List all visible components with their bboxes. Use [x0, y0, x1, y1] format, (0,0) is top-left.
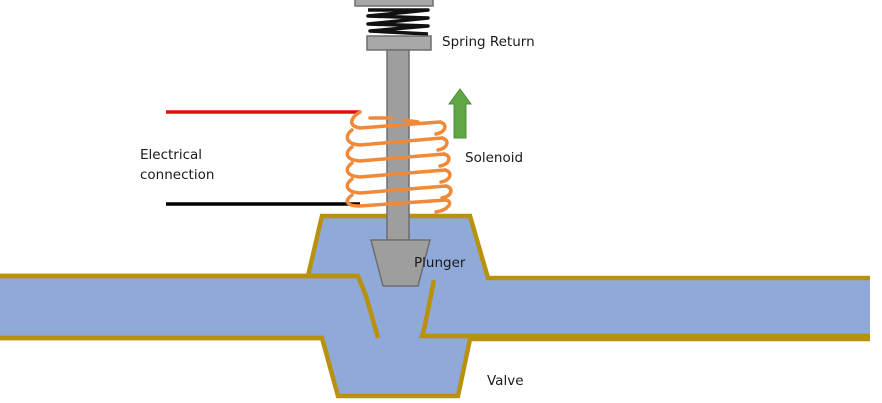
valve-stem — [386, 49, 410, 241]
electrical-connection-label-line2: connection — [140, 167, 215, 183]
plunger — [370, 239, 431, 287]
valve-body-fluid — [0, 216, 870, 396]
valve-seat-right — [418, 279, 870, 339]
up-arrow-icon — [448, 88, 472, 139]
spring — [366, 8, 430, 36]
spring-top-cap — [354, 0, 434, 7]
spring-return-label: Spring Return — [442, 34, 535, 50]
electrical-connection-label-line1: Electrical — [140, 147, 203, 163]
valve-label: Valve — [487, 373, 524, 389]
solenoid-coil — [345, 110, 453, 214]
spring-seat-plate — [366, 35, 432, 51]
solenoid-label: Solenoid — [465, 150, 524, 166]
plunger-label: Plunger — [414, 255, 466, 271]
